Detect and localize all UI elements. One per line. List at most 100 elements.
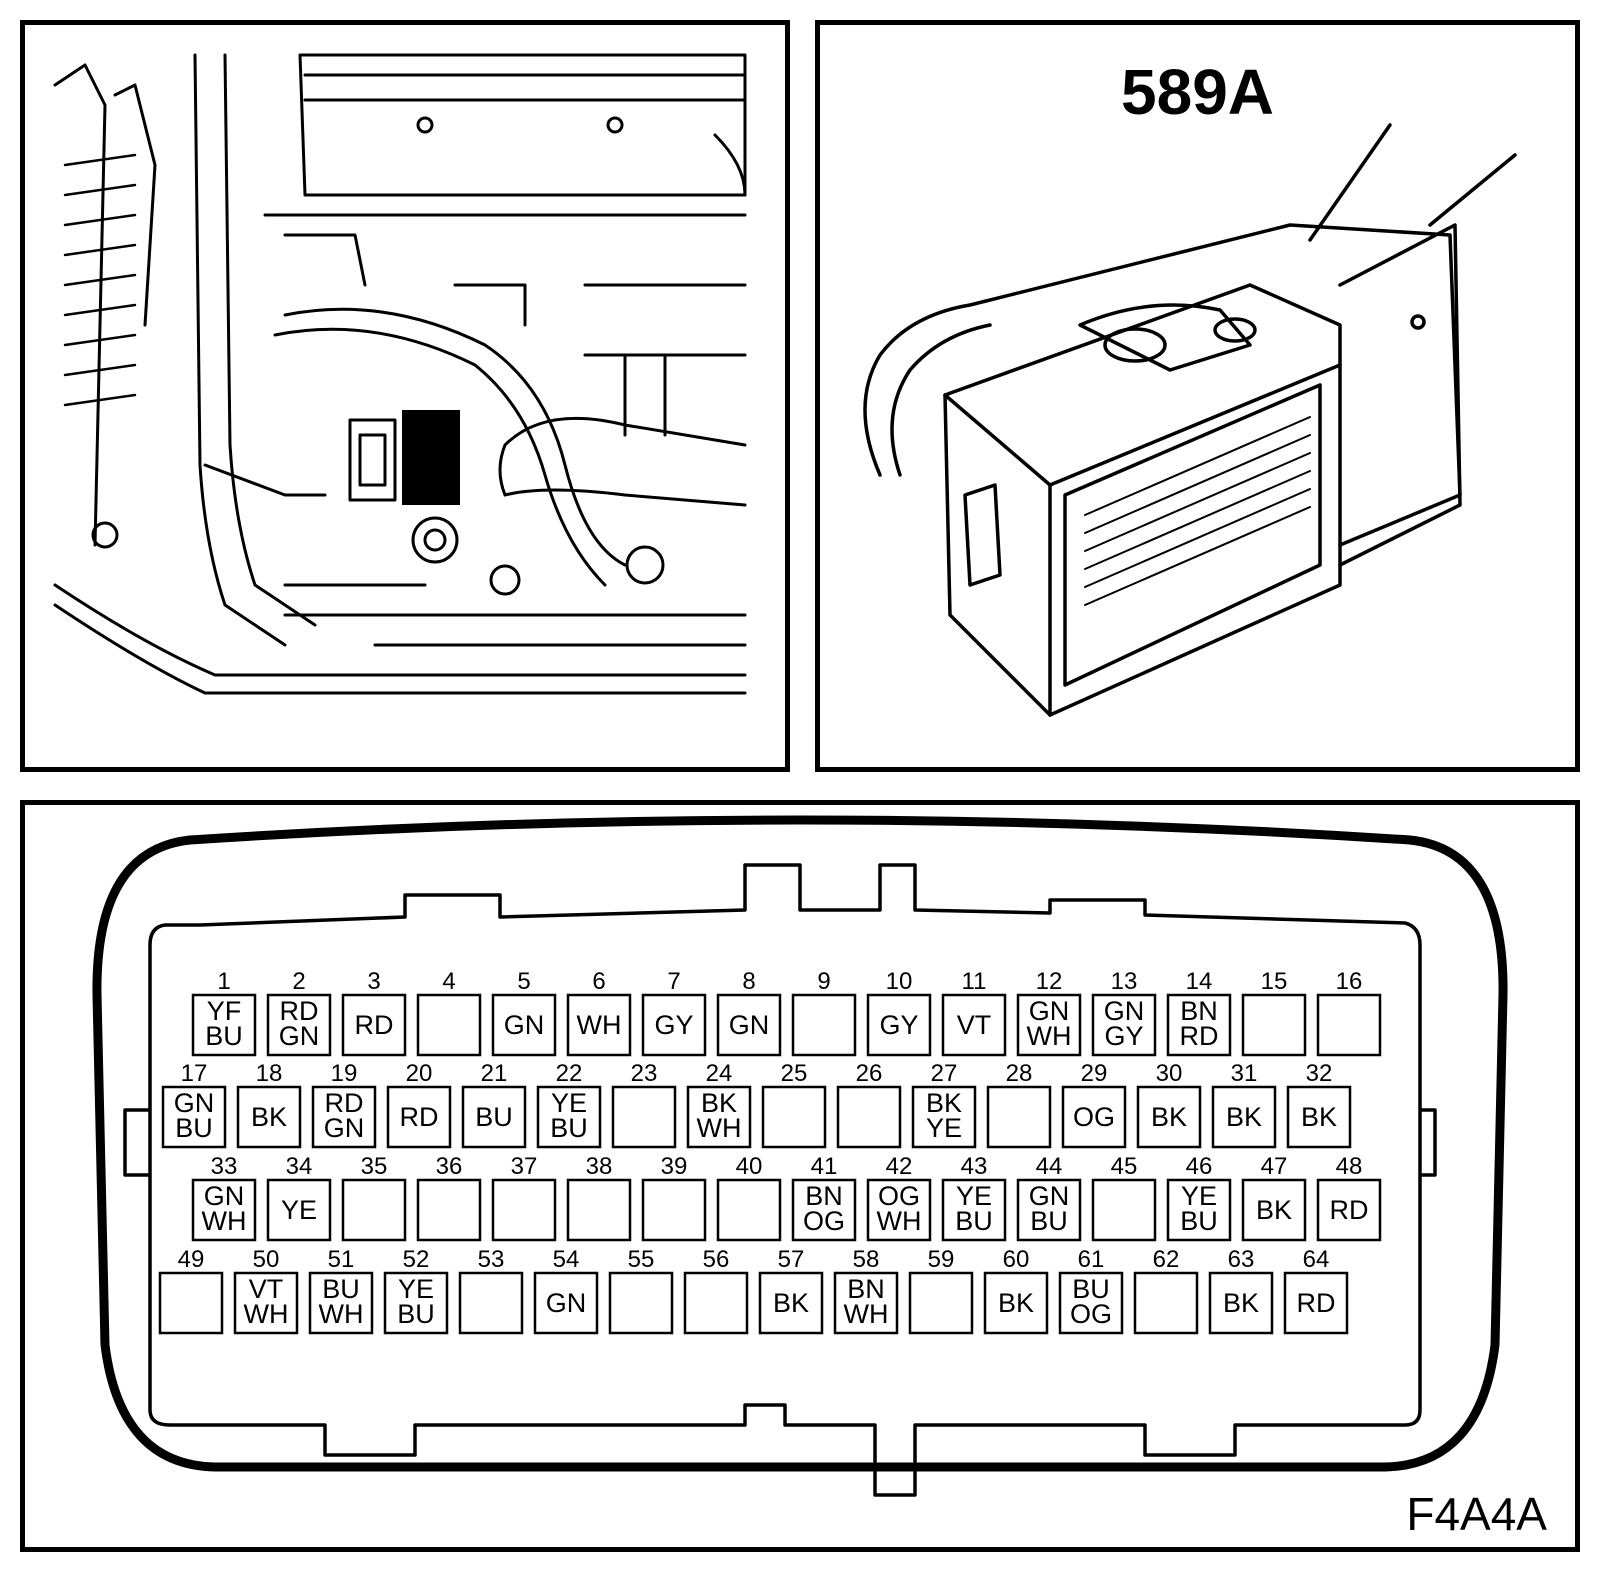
wire-color-code: RD bbox=[280, 996, 319, 1026]
wire-color-code: BU bbox=[205, 1021, 243, 1051]
wire-color-code: GN bbox=[729, 1010, 770, 1040]
pin-number: 41 bbox=[811, 1153, 838, 1180]
pin-45: 45 bbox=[1091, 1153, 1157, 1242]
wire-color-code: BU bbox=[397, 1299, 435, 1329]
pin-cavity bbox=[416, 1178, 482, 1242]
wire-color-code: WH bbox=[877, 1206, 922, 1236]
pin-number: 52 bbox=[403, 1246, 430, 1273]
pin-cavity bbox=[1286, 1085, 1352, 1149]
pin-9: 9 bbox=[791, 968, 857, 1057]
pin-7: 7GY bbox=[641, 968, 707, 1057]
pin-15: 15 bbox=[1241, 968, 1307, 1057]
figure-reference-code: F4A4A bbox=[1406, 1488, 1547, 1540]
pin-number: 31 bbox=[1231, 1060, 1258, 1087]
pin-4: 4 bbox=[416, 968, 482, 1057]
engine-bay-illustration bbox=[20, 20, 790, 772]
wire-color-code: OG bbox=[803, 1206, 845, 1236]
pin-number: 22 bbox=[556, 1060, 583, 1087]
pin-cavity bbox=[191, 1178, 257, 1242]
pin-cavity bbox=[611, 1085, 677, 1149]
pin-26: 26 bbox=[836, 1060, 902, 1149]
pin-cavity bbox=[266, 993, 332, 1057]
pin-number: 3 bbox=[367, 968, 380, 995]
pin-number: 46 bbox=[1186, 1153, 1213, 1180]
pin-number: 47 bbox=[1261, 1153, 1288, 1180]
wire-color-code: BU bbox=[1180, 1206, 1218, 1236]
pin-cavity bbox=[683, 1271, 749, 1335]
pin-cavity bbox=[533, 1271, 599, 1335]
pin-number: 34 bbox=[286, 1153, 313, 1180]
wire-color-code: BU bbox=[955, 1206, 993, 1236]
pin-59: 59 bbox=[908, 1246, 974, 1335]
wire-color-code: GN bbox=[504, 1010, 545, 1040]
wire-color-code: BK bbox=[998, 1288, 1034, 1318]
wire-color-code: BU bbox=[1072, 1274, 1110, 1304]
wire-color-code: BN bbox=[847, 1274, 885, 1304]
pin-cavity bbox=[386, 1085, 452, 1149]
pin-cavity bbox=[233, 1271, 299, 1335]
pin-number: 43 bbox=[961, 1153, 988, 1180]
wire-color-code: BN bbox=[1180, 996, 1218, 1026]
pin-cavity bbox=[866, 993, 932, 1057]
pin-number: 11 bbox=[962, 968, 987, 995]
pin-cavity bbox=[1283, 1271, 1349, 1335]
wire-color-code: GN bbox=[324, 1113, 365, 1143]
wire-color-code: BU bbox=[322, 1274, 360, 1304]
wire-color-code: BK bbox=[1226, 1102, 1262, 1132]
pin-number: 38 bbox=[586, 1153, 613, 1180]
pin-cavity bbox=[1166, 1178, 1232, 1242]
pin-number: 33 bbox=[211, 1153, 238, 1180]
wire-color-code: BN bbox=[805, 1181, 843, 1211]
pin-number: 61 bbox=[1078, 1246, 1105, 1273]
wire-color-code: YE bbox=[956, 1181, 992, 1211]
pin-cavity bbox=[236, 1085, 302, 1149]
pin-49: 49 bbox=[158, 1246, 224, 1335]
wire-color-code: YE bbox=[281, 1195, 317, 1225]
wire-color-code: RD bbox=[355, 1010, 394, 1040]
pin-number: 32 bbox=[1306, 1060, 1333, 1087]
wire-color-code: WH bbox=[202, 1206, 247, 1236]
pin-number: 49 bbox=[178, 1246, 205, 1273]
pin-number: 25 bbox=[781, 1060, 808, 1087]
pin-40: 40 bbox=[716, 1153, 782, 1242]
pin-cavity bbox=[641, 993, 707, 1057]
wire-color-code: WH bbox=[1027, 1021, 1072, 1051]
pin-cavity bbox=[791, 993, 857, 1057]
pin-number: 12 bbox=[1036, 968, 1063, 995]
pin-number: 35 bbox=[361, 1153, 388, 1180]
wire-color-code: OG bbox=[1073, 1102, 1115, 1132]
pin-number: 55 bbox=[628, 1246, 655, 1273]
pin-number: 19 bbox=[331, 1060, 358, 1087]
wire-color-code: GN bbox=[279, 1021, 320, 1051]
pin-6: 6WH bbox=[566, 968, 632, 1057]
pin-39: 39 bbox=[641, 1153, 707, 1242]
wire-color-code: BU bbox=[1030, 1206, 1068, 1236]
wire-color-code: BK bbox=[251, 1102, 287, 1132]
pin-cavity bbox=[608, 1271, 674, 1335]
wire-color-code: BK bbox=[1223, 1288, 1259, 1318]
pin-cavity bbox=[416, 993, 482, 1057]
pin-cavity bbox=[566, 1178, 632, 1242]
pin-number: 29 bbox=[1081, 1060, 1108, 1087]
wire-color-code: YE bbox=[926, 1113, 962, 1143]
